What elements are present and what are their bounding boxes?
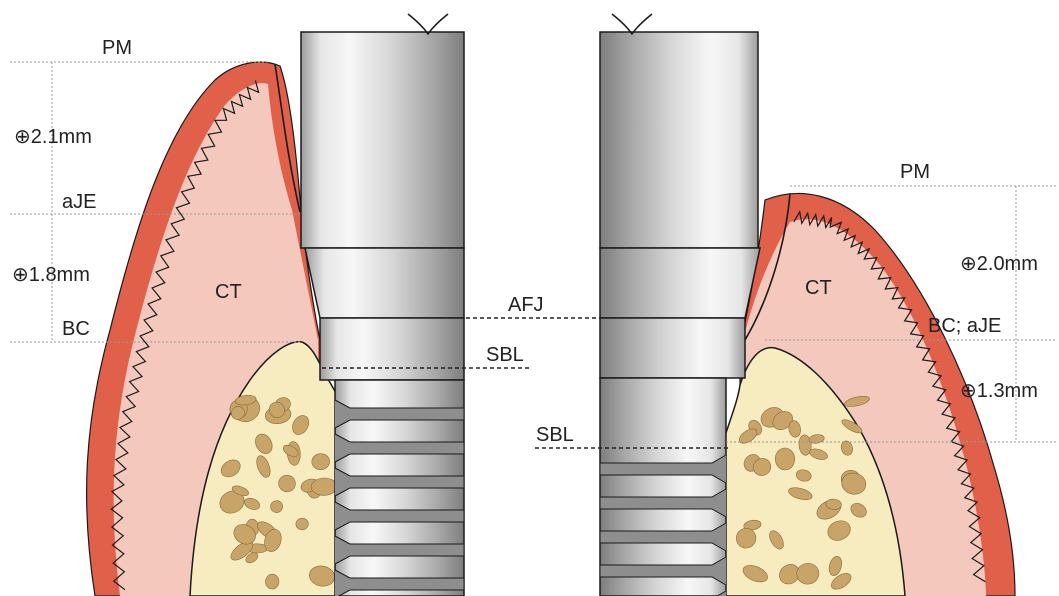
left-bc-label: BC [62, 318, 90, 340]
right-bc-aje-label: BC; aJE [928, 315, 1001, 337]
sbl-lower-label: SBL [536, 424, 574, 446]
left-implant-collar [320, 318, 464, 380]
right-ct-label: CT [805, 277, 832, 299]
right-dim-lower-label: ⊕1.3mm [960, 380, 1038, 402]
right-implant-abutment [600, 32, 758, 248]
left-aje-label: aJE [62, 191, 96, 213]
right-implant-neck [600, 248, 760, 318]
left-ct-label: CT [215, 281, 242, 303]
left-implant-neck [305, 248, 464, 318]
left-pm-label: PM [102, 37, 132, 59]
center-labels: AFJ SBL SBL [486, 294, 574, 446]
sbl-upper-label: SBL [486, 344, 524, 366]
afj-label: AFJ [508, 294, 544, 316]
bone-pore [775, 448, 795, 471]
right-implant-top-notch [612, 14, 652, 34]
right-pm-label: PM [900, 161, 930, 183]
left-implant-abutment [301, 32, 464, 248]
right-implant-collar [600, 318, 745, 378]
left-implant-top-notch [408, 14, 448, 34]
right-implant-body [600, 378, 726, 596]
right-dim-upper-label: ⊕2.0mm [960, 253, 1038, 275]
left-dim-upper-label: ⊕2.1mm [14, 126, 92, 148]
left-dim-lower-label: ⊕1.8mm [12, 264, 90, 286]
